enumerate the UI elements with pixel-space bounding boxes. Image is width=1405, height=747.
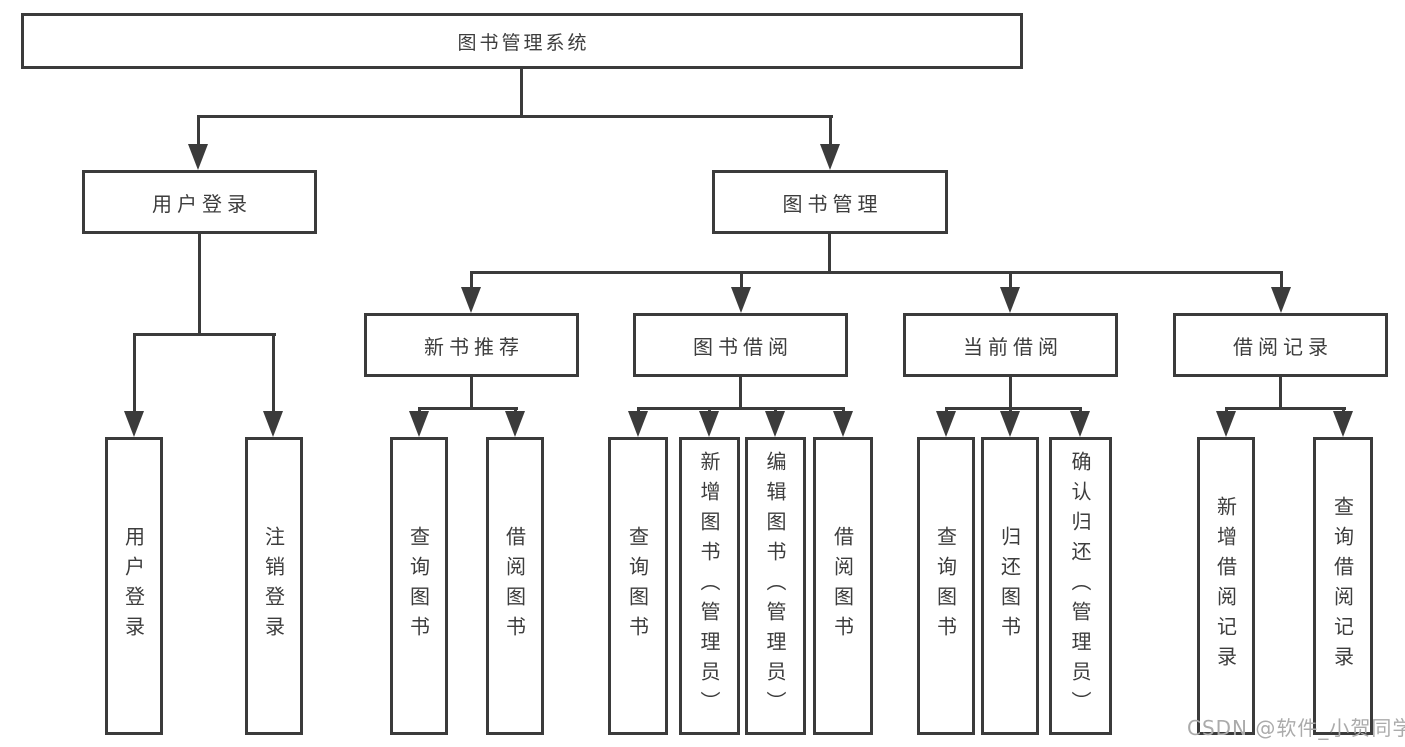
arrowhead-down-icon bbox=[1000, 287, 1020, 313]
connector-line bbox=[418, 407, 518, 410]
arrowhead-down-icon bbox=[765, 411, 785, 437]
connector-line bbox=[198, 232, 201, 336]
node-current-borrowing: 当前借阅 bbox=[903, 313, 1118, 377]
leaf-add-book-admin: 新增图书（管理员） bbox=[679, 437, 740, 735]
connector-line bbox=[829, 115, 832, 147]
arrowhead-down-icon bbox=[731, 287, 751, 313]
arrowhead-down-icon bbox=[263, 411, 283, 437]
connector-line bbox=[470, 271, 1283, 274]
connector-line bbox=[739, 375, 742, 410]
connector-line bbox=[197, 115, 833, 118]
leaf-logout: 注销登录 bbox=[245, 437, 303, 735]
arrowhead-down-icon bbox=[1216, 411, 1236, 437]
arrowhead-down-icon bbox=[505, 411, 525, 437]
connector-line bbox=[1280, 271, 1283, 291]
connector-line bbox=[470, 271, 473, 291]
leaf-edit-book-admin: 编辑图书（管理员） bbox=[745, 437, 806, 735]
connector-line bbox=[828, 232, 831, 274]
arrowhead-down-icon bbox=[820, 144, 840, 170]
arrowhead-down-icon bbox=[409, 411, 429, 437]
leaf-user-login: 用户登录 bbox=[105, 437, 163, 735]
connector-line bbox=[1279, 375, 1282, 410]
node-library-management-system: 图书管理系统 bbox=[21, 13, 1023, 69]
arrowhead-down-icon bbox=[1000, 411, 1020, 437]
node-book-management: 图书管理 bbox=[712, 170, 948, 234]
connector-line bbox=[1009, 271, 1012, 291]
leaf-add-borrowing-record: 新增借阅记录 bbox=[1197, 437, 1255, 735]
connector-line bbox=[945, 407, 1082, 410]
leaf-query-books-borrow: 查询图书 bbox=[608, 437, 668, 735]
connector-line bbox=[740, 271, 743, 291]
arrowhead-down-icon bbox=[124, 411, 144, 437]
connector-line bbox=[133, 333, 276, 336]
arrowhead-down-icon bbox=[461, 287, 481, 313]
connector-line bbox=[1225, 407, 1346, 410]
connector-line bbox=[637, 407, 845, 410]
arrowhead-down-icon bbox=[699, 411, 719, 437]
leaf-borrow-books: 借阅图书 bbox=[813, 437, 873, 735]
connector-line bbox=[1009, 375, 1012, 410]
connector-line bbox=[272, 333, 275, 417]
leaf-return-book: 归还图书 bbox=[981, 437, 1039, 735]
arrowhead-down-icon bbox=[1333, 411, 1353, 437]
leaf-confirm-return-admin: 确认归还（管理员） bbox=[1049, 437, 1112, 735]
arrowhead-down-icon bbox=[1070, 411, 1090, 437]
arrowhead-down-icon bbox=[188, 144, 208, 170]
node-new-book-recommendation: 新书推荐 bbox=[364, 313, 579, 377]
leaf-query-books-recommend: 查询图书 bbox=[390, 437, 448, 735]
arrowhead-down-icon bbox=[628, 411, 648, 437]
node-user-login: 用户登录 bbox=[82, 170, 317, 234]
connector-line bbox=[197, 115, 200, 147]
arrowhead-down-icon bbox=[833, 411, 853, 437]
leaf-query-borrowing-record: 查询借阅记录 bbox=[1313, 437, 1373, 735]
leaf-query-books-current: 查询图书 bbox=[917, 437, 975, 735]
leaf-borrow-books-recommend: 借阅图书 bbox=[486, 437, 544, 735]
connector-line bbox=[470, 375, 473, 410]
connector-line bbox=[520, 66, 523, 118]
connector-line bbox=[133, 333, 136, 417]
csdn-watermark: CSDN @软件_小贺同学 bbox=[1187, 716, 1405, 740]
arrowhead-down-icon bbox=[936, 411, 956, 437]
arrowhead-down-icon bbox=[1271, 287, 1291, 313]
node-book-borrowing: 图书借阅 bbox=[633, 313, 848, 377]
node-borrowing-records: 借阅记录 bbox=[1173, 313, 1388, 377]
